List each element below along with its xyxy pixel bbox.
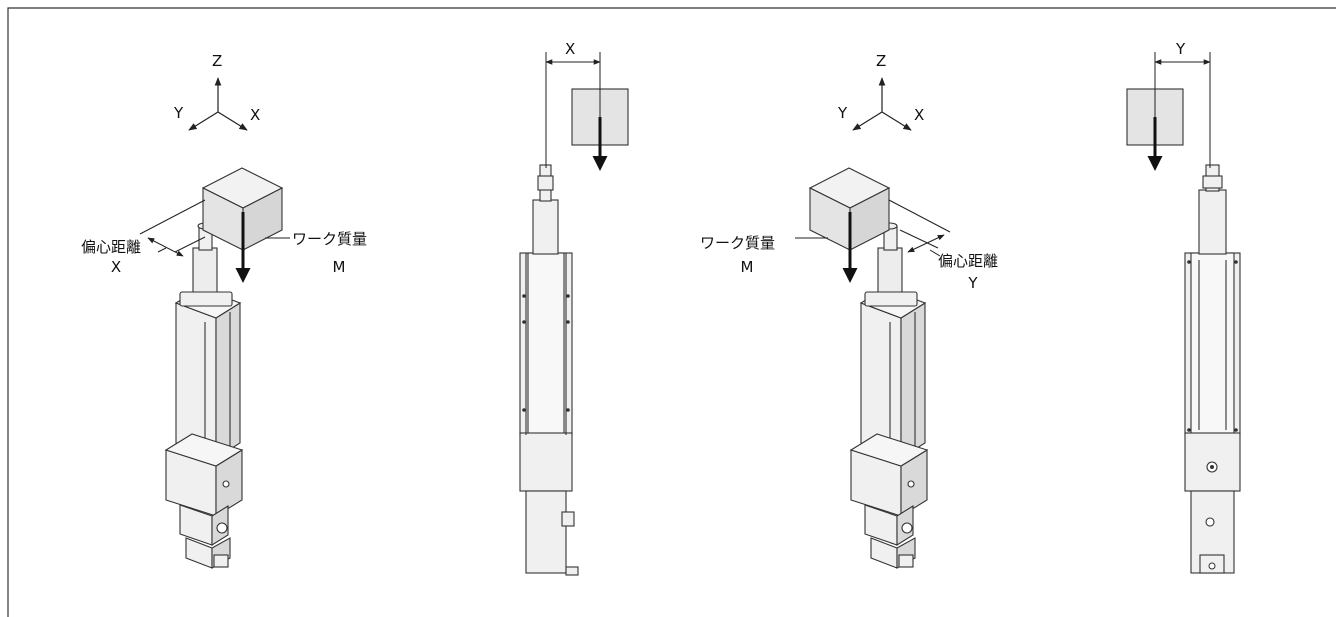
axis-y-label: Y	[174, 104, 184, 122]
eccentric-distance-symbol: Y	[968, 274, 978, 292]
view-4-side-y	[1126, 52, 1241, 574]
eccentric-distance-label: 偏心距離	[81, 238, 142, 256]
eccentric-distance-symbol: X	[110, 258, 122, 276]
axis-x-label: X	[914, 106, 925, 124]
axis-z-label: Z	[212, 52, 223, 70]
work-cube-1	[201, 167, 284, 251]
work-mass-label: ワーク質量	[292, 230, 368, 248]
axis-z-label: Z	[876, 52, 887, 70]
axis-triad-2	[852, 77, 912, 131]
axis-y-label: Y	[838, 104, 848, 122]
view-1-iso-x	[139, 77, 290, 569]
actuator-3	[849, 222, 929, 569]
actuator-1	[164, 222, 244, 569]
dimension-x-label: X	[565, 40, 576, 58]
eccentric-distance-label: 偏心距離	[938, 252, 999, 270]
frame-border	[7, 7, 1336, 617]
work-mass-symbol: M	[332, 258, 346, 276]
work-mass-label: ワーク質量	[700, 234, 776, 252]
dimension-y-label: Y	[1176, 40, 1186, 58]
work-mass-symbol: M	[740, 258, 754, 276]
axis-x-label: X	[250, 106, 261, 124]
work-cube-3	[808, 167, 891, 251]
axis-triad-1	[188, 77, 248, 131]
view-3-iso-y	[795, 77, 951, 569]
view-2-front-x	[519, 52, 629, 576]
